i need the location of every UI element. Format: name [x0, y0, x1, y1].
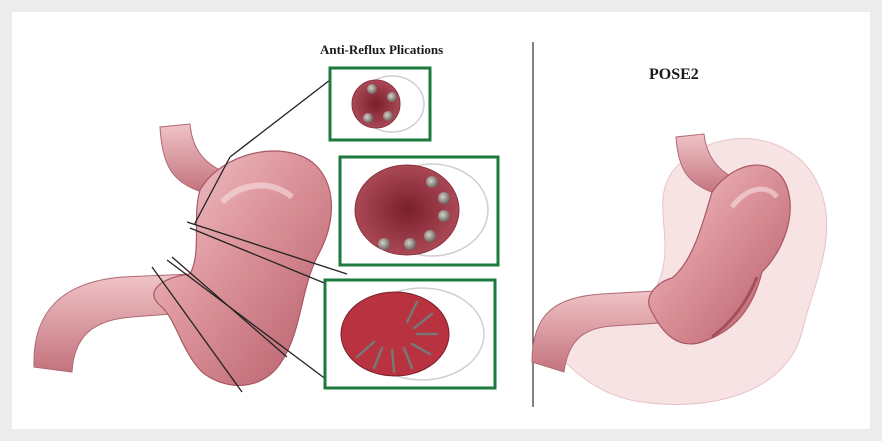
figure-frame: Anti-Reflux Plications POSE2	[12, 12, 870, 429]
left-panel-title: Anti-Reflux Plications	[320, 42, 443, 58]
inset-upper	[330, 68, 430, 140]
figure-illustration	[12, 12, 870, 429]
tag-5	[404, 238, 416, 250]
tag-4	[363, 113, 373, 123]
tag-4	[424, 230, 436, 242]
tag-3	[438, 210, 450, 222]
tag-6	[378, 238, 390, 250]
right-stomach	[532, 134, 827, 404]
tag-1	[426, 176, 438, 188]
inset-middle	[340, 157, 498, 265]
right-panel-title: POSE2	[649, 66, 699, 84]
tag-1	[367, 84, 377, 94]
tag-3	[383, 111, 393, 121]
tag-2	[387, 92, 397, 102]
inset-lower	[325, 280, 495, 388]
tag-2	[438, 192, 450, 204]
